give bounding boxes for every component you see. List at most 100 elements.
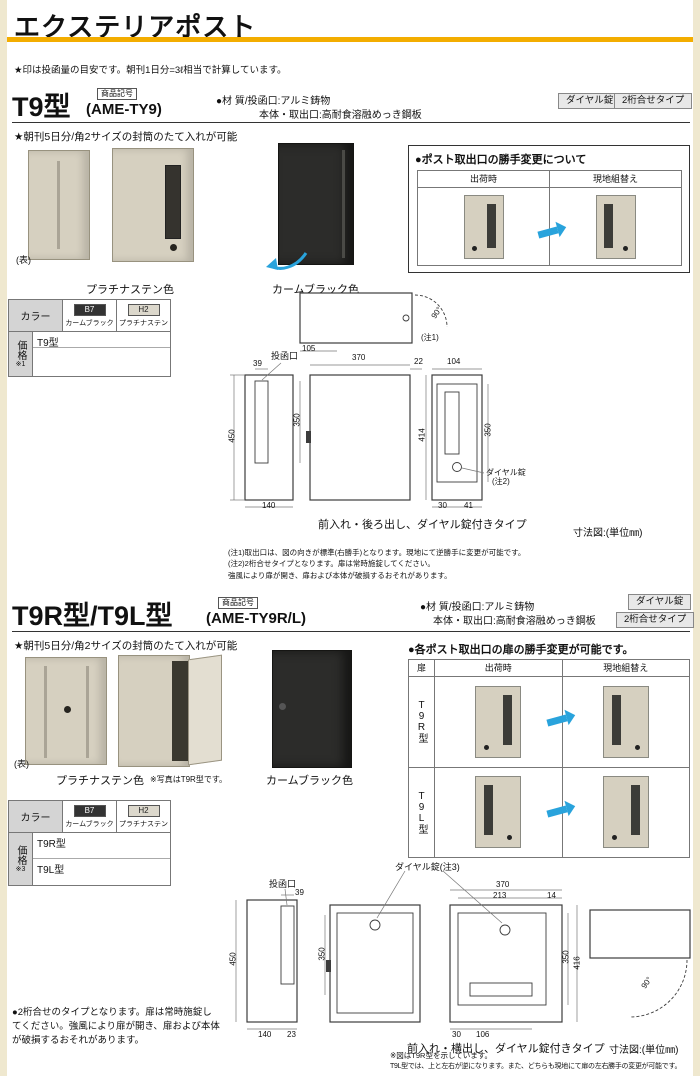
dim-370: 370: [352, 353, 366, 362]
mailbox-slot: [484, 785, 494, 836]
mini-mailbox: [602, 776, 649, 849]
s1-handing-box: ●ポスト取出口の勝手変更について 出荷時 現地組替え: [408, 145, 690, 273]
color-chip-b7: B7: [73, 804, 106, 817]
dim-450: 450: [228, 952, 238, 966]
s1-footnote-2: (注2)2桁合せタイプとなります。扉は常時施錠してください。: [228, 559, 435, 569]
s2-unit-note: 寸法図:(単位㎜): [609, 1045, 679, 1056]
knob-icon: [326, 960, 331, 972]
s1-photo-front: [28, 150, 90, 260]
right-margin-strip: [693, 0, 700, 1076]
s2-price-note: ※3: [15, 866, 26, 873]
s2-photo-open-door: [118, 654, 228, 767]
s1-material-line2: 本体・取出口:高耐食溶融めっき鋼板: [259, 110, 422, 121]
s2-t9l-ship-cell: [435, 767, 563, 857]
s1-material-line1: ●材 質/投函口:アルミ鋳物: [216, 96, 331, 107]
s1-slot-label: 投函口: [271, 351, 299, 361]
s1-color-h2: H2 プラチナステン: [117, 300, 170, 331]
mailbox-slot: [486, 203, 496, 248]
s2-col-door: 扉: [409, 660, 435, 676]
s1-footnote-3: 強風により扉が開き、扉および本体が破損するおそれがあります。: [228, 570, 452, 580]
s1-divider: [12, 122, 690, 123]
knob-icon: [306, 431, 311, 443]
s2-slot-label: 投函口: [269, 879, 297, 889]
color-chip-h2: H2: [127, 303, 160, 316]
dim-213: 213: [493, 891, 507, 900]
mailbox-seam: [57, 161, 60, 249]
left-margin-strip: [0, 0, 7, 1076]
s2-dial-label: ダイヤル錠(注3): [395, 862, 460, 872]
dim-22: 22: [414, 357, 423, 366]
s2-figure-note-2: T9L型では、上と左右が逆になります。また、どちらも現地にて扉の左右勝手の変更が…: [390, 1063, 682, 1070]
s1-feature-note: ★朝刊5日分/角2サイズの封筒のたて入れが可能: [14, 131, 238, 143]
mailbox-slot: [611, 694, 621, 745]
mailbox-dial-icon: [471, 245, 477, 251]
s2-row-label-t9r: T9R型: [409, 677, 435, 767]
dim-41: 41: [464, 501, 473, 510]
s1-photo-black: [278, 143, 354, 265]
mini-mailbox: [475, 685, 522, 758]
mailbox-knob-icon: [279, 703, 286, 710]
s1-unit-note: 寸法図:(単位㎜): [573, 528, 643, 539]
door-swing-arc: [629, 959, 688, 1018]
s2-col-onsite: 現地組替え: [603, 663, 649, 673]
s1-badge-two-digit: 2桁合せタイプ: [614, 93, 693, 110]
swing-arrow-icon: [266, 252, 308, 270]
color-name-b7: カームブラック: [65, 820, 114, 828]
mini-mailbox: [602, 685, 649, 758]
dim-39: 39: [295, 888, 304, 897]
s1-col-ship: 出荷時: [418, 171, 550, 187]
drawing-outlines: [246, 899, 691, 1023]
s1-cell-onsite: [550, 188, 681, 265]
drawing-details: [280, 905, 688, 1018]
mailbox-dial-icon: [611, 835, 617, 841]
s1-photo-angled: [112, 148, 194, 262]
s2-material-line2: 本体・取出口:高耐食溶融めっき鋼板: [433, 616, 596, 627]
s1-dimension-drawings: 投函口 39 450 350 140 370 22 105 90° (注1) 1…: [225, 285, 695, 543]
dim-370: 370: [496, 880, 510, 889]
s2-col-ship: 出荷時: [435, 660, 563, 676]
mailbox-dial-icon: [507, 835, 513, 841]
mailbox-door-edge: [342, 150, 345, 258]
dial-icon: [369, 919, 381, 931]
dial-icon: [499, 924, 511, 936]
s2-handing-header-row: 扉 出荷時 現地組替え: [409, 660, 689, 677]
mailbox-knob-icon: [170, 244, 177, 251]
mailbox-dial-icon: [484, 744, 490, 750]
s1-handing-header-row: 出荷時 現地組替え: [418, 171, 681, 188]
s1-dial-label: ダイヤル錠: [486, 468, 526, 477]
s2-drawings-svg: [235, 870, 691, 1030]
s2-color-price-table: カラー B7 カームブラック H2 プラチナステン 価格 ※3 T9R型 T9L…: [8, 800, 171, 886]
s2-price-row: 価格 ※3 T9R型 T9L型: [9, 833, 170, 885]
dim-39: 39: [253, 359, 262, 368]
s1-footnotes: (注1)取出口は、図の向きが標準(右勝手)となります。現地にて逆勝手に変更が可能…: [228, 547, 525, 581]
s2-handing-title: ●各ポスト取出口の扉の勝手変更が可能です。: [408, 644, 634, 656]
s1-color-row: カラー B7 カームブラック H2 プラチナステン: [9, 300, 170, 332]
mailbox-slot: [630, 785, 640, 836]
dim-30: 30: [452, 1030, 461, 1039]
s1-footnote-1: (注1)取出口は、図の向きが標準(右勝手)となります。現地にて逆勝手に変更が可能…: [228, 548, 526, 557]
s2-price-model-t9r: T9R型: [33, 833, 170, 859]
s2-color-label-black: カームブラック色: [266, 775, 354, 787]
s2-price-body: T9R型 T9L型: [33, 833, 170, 885]
s1-product-code: (AME-TY9): [86, 101, 162, 118]
s2-t9r-ship-cell: [435, 677, 563, 767]
s1-model-name: T9型: [12, 92, 71, 122]
s2-price-model-t9l: T9L型: [37, 865, 65, 876]
mailbox-open-door: [188, 654, 222, 766]
door-swing-arc: [414, 294, 448, 328]
mini-mailbox-ship: [463, 194, 504, 259]
s2-divider: [12, 631, 690, 632]
s2-handing-table: 扉 出荷時 現地組替え T9R型 T9L型: [408, 659, 690, 858]
mailbox-seam: [86, 666, 89, 758]
s1-badge-dial-lock: ダイヤル錠: [558, 93, 622, 110]
s1-drawings-svg: [230, 292, 489, 508]
dim-350-front: 350: [292, 413, 302, 427]
dim-14: 14: [547, 891, 556, 900]
color-name-h2: プラチナステン: [119, 820, 168, 828]
mailbox-slot: [603, 203, 613, 248]
color-chip-h2: H2: [127, 804, 160, 817]
s1-cell-ship: [418, 188, 550, 265]
s2-badge-dial-lock: ダイヤル錠: [628, 594, 692, 611]
s1-price-header: 価格 ※1: [9, 332, 33, 376]
color-name-b7: カームブラック: [65, 319, 114, 327]
